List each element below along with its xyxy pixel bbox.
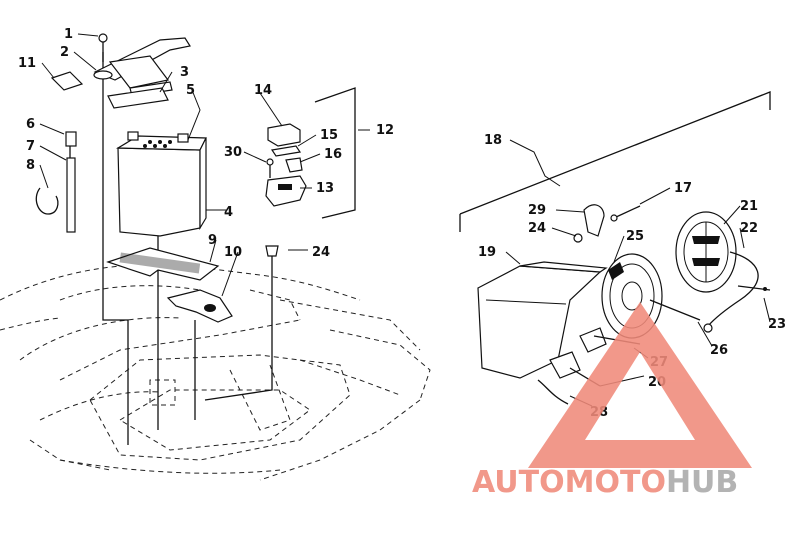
battery-cover-10 [166, 289, 233, 323]
grommet-24b [573, 233, 583, 243]
callout-2: 2 [60, 45, 69, 60]
part-15 [270, 145, 302, 157]
callout-1: 1 [64, 27, 73, 42]
part-16 [285, 157, 303, 173]
holder-13 [265, 175, 307, 207]
rope-26 [649, 299, 701, 321]
watermark-triangle-icon [528, 302, 752, 468]
shaft-23 [737, 285, 771, 291]
pad-11 [50, 71, 84, 91]
callout-18: 18 [484, 133, 502, 148]
battery-strap [93, 37, 191, 97]
callout-26: 26 [710, 343, 728, 358]
callout-11: 11 [18, 56, 36, 71]
callout-22: 22 [740, 221, 758, 236]
callout-24-recoil: 24 [528, 221, 546, 236]
engine-housing-19 [477, 261, 608, 379]
clip-8 [35, 187, 59, 215]
screw-30 [266, 158, 274, 178]
callout-29: 29 [528, 203, 546, 218]
washer-2 [93, 70, 113, 80]
callout-labels: 1 2 3 4 5 6 7 8 9 10 11 12 13 14 15 16 1… [18, 27, 786, 420]
callout-9: 9 [208, 233, 217, 248]
holder-group-12-bracket [314, 87, 356, 219]
watermark-text: AUTOMOTOHUB [472, 465, 738, 500]
callout-19: 19 [478, 245, 496, 260]
handle-rope-22 [703, 251, 759, 333]
battery-4 [115, 131, 207, 237]
callout-13: 13 [316, 181, 334, 196]
bolt-1 [98, 33, 108, 62]
fuse-6 [65, 131, 77, 147]
grommet-24 [265, 245, 279, 257]
callout-7: 7 [26, 139, 35, 154]
callout-3: 3 [180, 65, 189, 80]
callout-21: 21 [740, 199, 758, 214]
vehicle-outline-dashed [0, 263, 431, 481]
callout-12: 12 [376, 123, 394, 138]
recoil-cover-21 [675, 211, 737, 293]
recoil-group-18-bracket [459, 91, 771, 232]
callout-8: 8 [26, 158, 35, 173]
part-14 [267, 123, 301, 147]
spring-28 [537, 379, 569, 405]
watermark-text-automoto: AUTOMOTO [472, 465, 666, 500]
callout-4: 4 [224, 205, 233, 220]
callout-16: 16 [324, 147, 342, 162]
callout-5: 5 [186, 83, 195, 98]
callout-23: 23 [768, 317, 786, 332]
callout-17: 17 [674, 181, 692, 196]
clip-29 [583, 204, 605, 237]
callout-30: 30 [224, 145, 242, 160]
callout-24-holder: 24 [312, 245, 330, 260]
watermark-text-hub: HUB [666, 465, 738, 500]
battery-pad-9 [106, 247, 220, 281]
watermark-logo: AUTOMOTOHUB [472, 302, 752, 500]
callout-10: 10 [224, 245, 242, 260]
callout-14: 14 [254, 83, 272, 98]
leader-lines [39, 33, 771, 407]
callout-15: 15 [320, 128, 338, 143]
tube-7 [66, 157, 76, 233]
terminal-plate-3 [107, 87, 169, 109]
bolt-17 [610, 205, 641, 222]
callout-6: 6 [26, 117, 35, 132]
callout-25: 25 [626, 229, 644, 244]
